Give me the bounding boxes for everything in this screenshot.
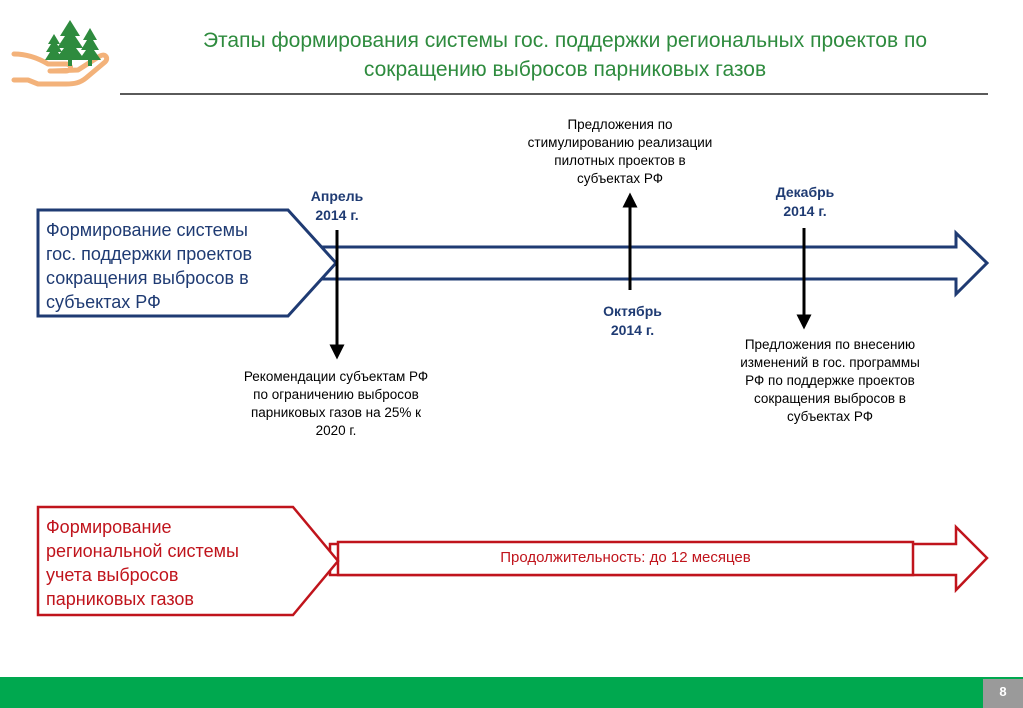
- milestone-text-line: изменений в гос. программы: [740, 355, 920, 370]
- milestone-text-line: пилотных проектов в: [554, 153, 686, 168]
- track2-box: [36, 505, 340, 617]
- milestone-text-line: субъектах РФ: [786, 409, 874, 424]
- page-number: 8: [999, 684, 1007, 699]
- december-date-label: Декабрь 2014 г.: [750, 183, 860, 221]
- milestone-text-line: Предложения по: [567, 117, 673, 132]
- footer-bar: [0, 677, 1023, 708]
- milestone-text-line: субъектах РФ: [576, 171, 664, 186]
- milestone-text-line: стимулированию реализации: [527, 135, 713, 150]
- track1-label: Формирование системы гос. поддержки прое…: [46, 218, 296, 314]
- october-milestone-text: Предложения по стимулированию реализации…: [490, 116, 750, 188]
- track2-label-line: Формирование: [46, 517, 172, 537]
- date-line: Апрель: [310, 188, 364, 204]
- date-line: Декабрь: [775, 184, 835, 200]
- date-line: Октябрь: [603, 303, 662, 319]
- milestone-text-line: сокращения выбросов в: [754, 391, 906, 406]
- page-title: Этапы формирования системы гос. поддержк…: [125, 26, 1005, 84]
- track1-label-line: Формирование системы: [46, 220, 248, 240]
- duration-bar: [336, 540, 915, 577]
- april-date-label: Апрель 2014 г.: [282, 187, 392, 225]
- track2-label-line: учета выбросов: [46, 565, 179, 585]
- december-milestone-text: Предложения по внесению изменений в гос.…: [698, 336, 962, 426]
- page-title-line-1: Этапы формирования системы гос. поддержк…: [202, 29, 928, 52]
- page-title-line-2: сокращению выбросов парниковых газов: [363, 58, 767, 81]
- milestone-text-line: Предложения по внесению: [744, 337, 916, 352]
- april-milestone-text: Рекомендации субъектам РФ по ограничению…: [205, 368, 467, 440]
- track2-label-line: региональной системы: [46, 541, 239, 561]
- track1-label-line: гос. поддержки проектов: [46, 244, 253, 264]
- title-divider: [120, 93, 988, 95]
- date-line: 2014 г.: [783, 203, 827, 219]
- track2-label-line: парниковых газов: [46, 589, 194, 609]
- date-line: 2014 г.: [610, 322, 655, 338]
- track1-box: [36, 208, 339, 318]
- track1-label-line: сокращения выбросов в: [46, 268, 249, 288]
- milestone-text-line: 2020 г.: [315, 423, 357, 438]
- duration-label: Продолжительность: до 12 месяцев: [500, 549, 751, 566]
- page-number-box: [983, 679, 1023, 708]
- date-line: 2014 г.: [315, 207, 359, 223]
- milestone-text-line: Рекомендации субъектам РФ: [243, 369, 429, 384]
- track1-label-line: субъектах РФ: [46, 292, 161, 312]
- track2-label: Формирование региональной системы учета …: [46, 515, 306, 611]
- milestone-text-line: РФ по поддержке проектов: [745, 373, 915, 388]
- hand-with-trees-icon: [11, 20, 110, 87]
- milestone-text-line: парниковых газов на 25% к: [250, 405, 422, 420]
- october-date-label: Октябрь 2014 г.: [575, 302, 690, 340]
- track1-arrow: [318, 229, 990, 298]
- milestone-text-line: по ограничению выбросов: [253, 387, 419, 402]
